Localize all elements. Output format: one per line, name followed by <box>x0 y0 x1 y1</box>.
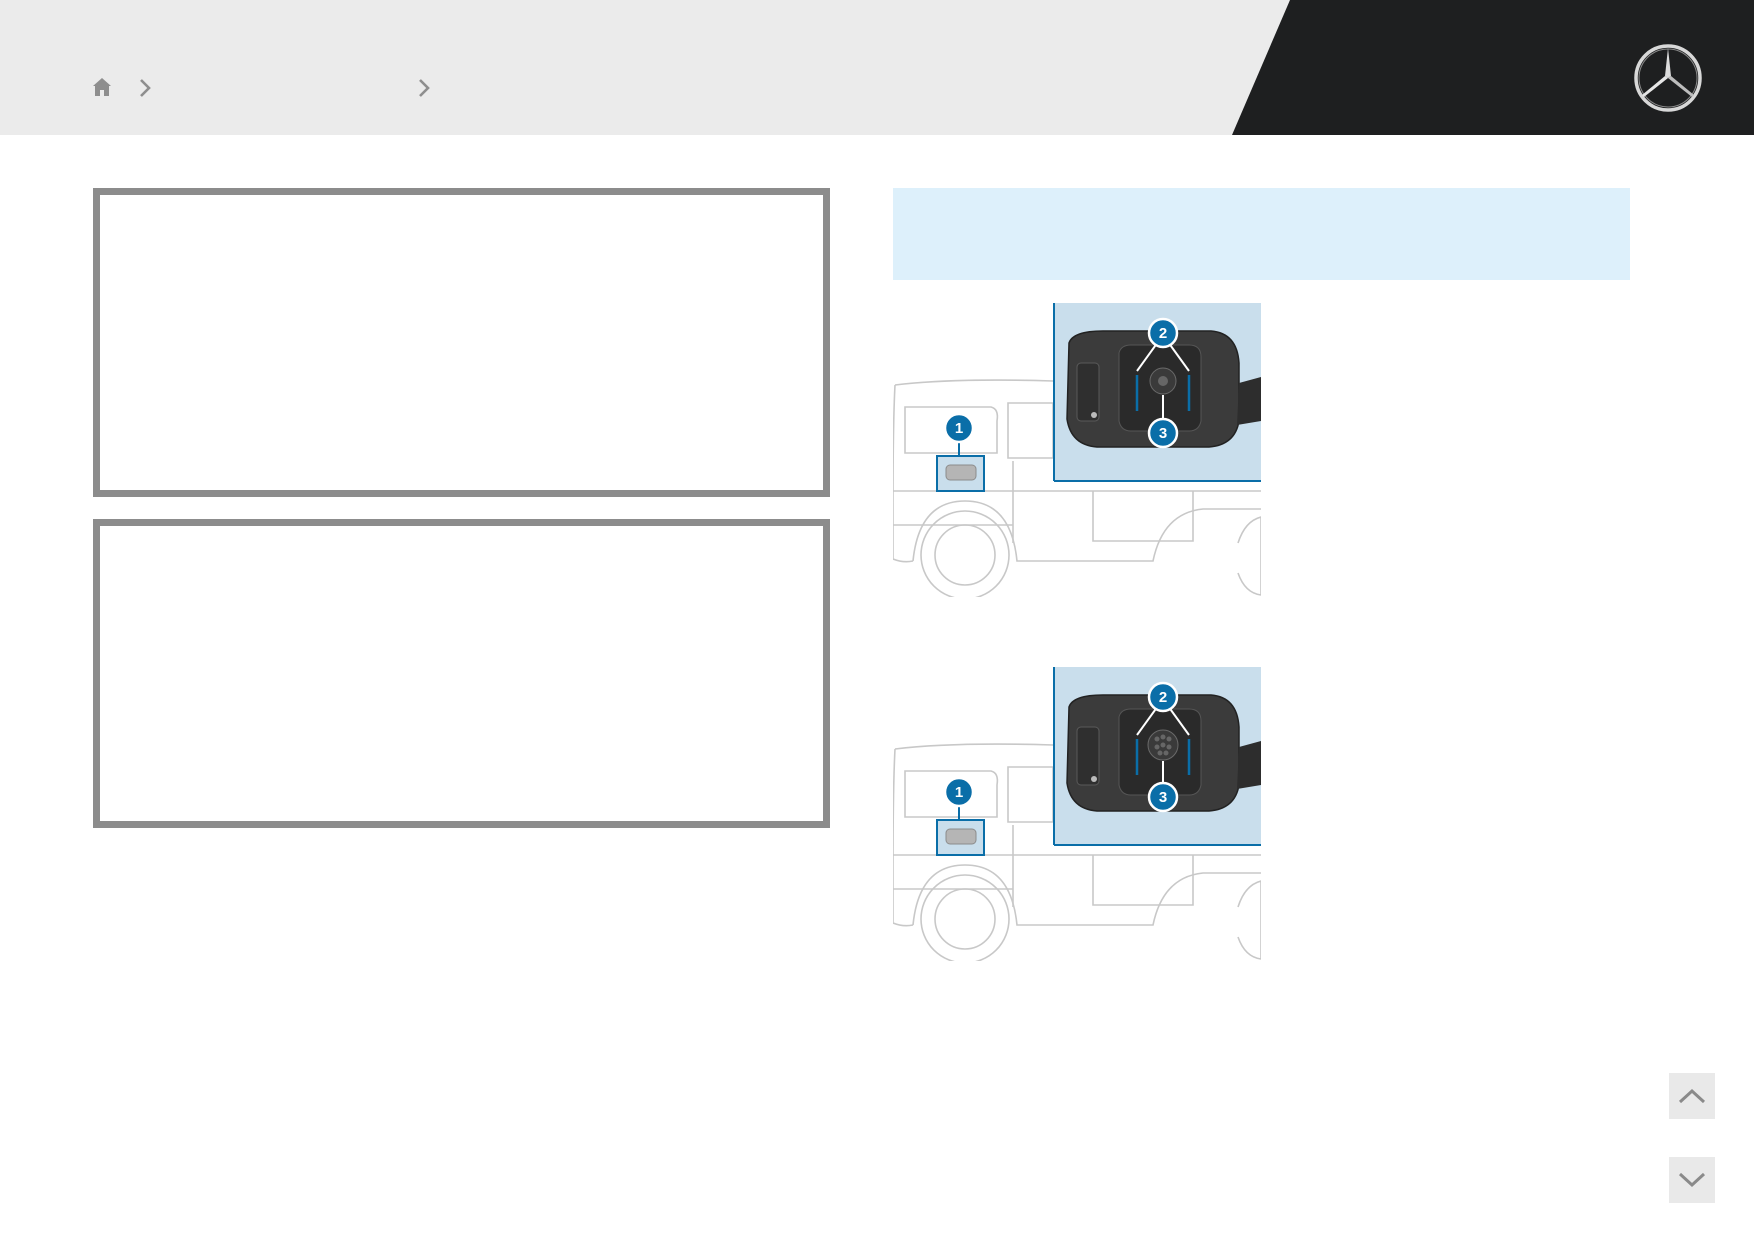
info-notice-box <box>893 188 1630 280</box>
content-panel-bottom <box>93 519 830 828</box>
scroll-up-button[interactable] <box>1669 1073 1715 1119</box>
chevron-right-icon <box>419 79 430 97</box>
scroll-down-button[interactable] <box>1669 1157 1715 1203</box>
charging-socket-figure-1: 1 2 3 <box>893 303 1261 597</box>
callout-2: 2 <box>1159 325 1167 342</box>
chevron-up-icon <box>1678 1088 1706 1104</box>
chevron-right-icon <box>140 79 151 97</box>
charging-socket-figure-2: 1 2 3 <box>893 667 1261 961</box>
content-panel-top <box>93 188 830 497</box>
mercedes-star-icon[interactable] <box>1632 42 1704 114</box>
callout-1: 1 <box>955 784 963 801</box>
callout-2: 2 <box>1159 689 1167 706</box>
callout-1: 1 <box>955 420 963 437</box>
home-icon[interactable] <box>90 75 114 99</box>
breadcrumb-item-section[interactable] <box>160 75 400 99</box>
header-brand-area <box>1232 0 1754 135</box>
callout-3: 3 <box>1159 425 1167 442</box>
chevron-down-icon <box>1678 1172 1706 1188</box>
callout-3: 3 <box>1159 789 1167 806</box>
